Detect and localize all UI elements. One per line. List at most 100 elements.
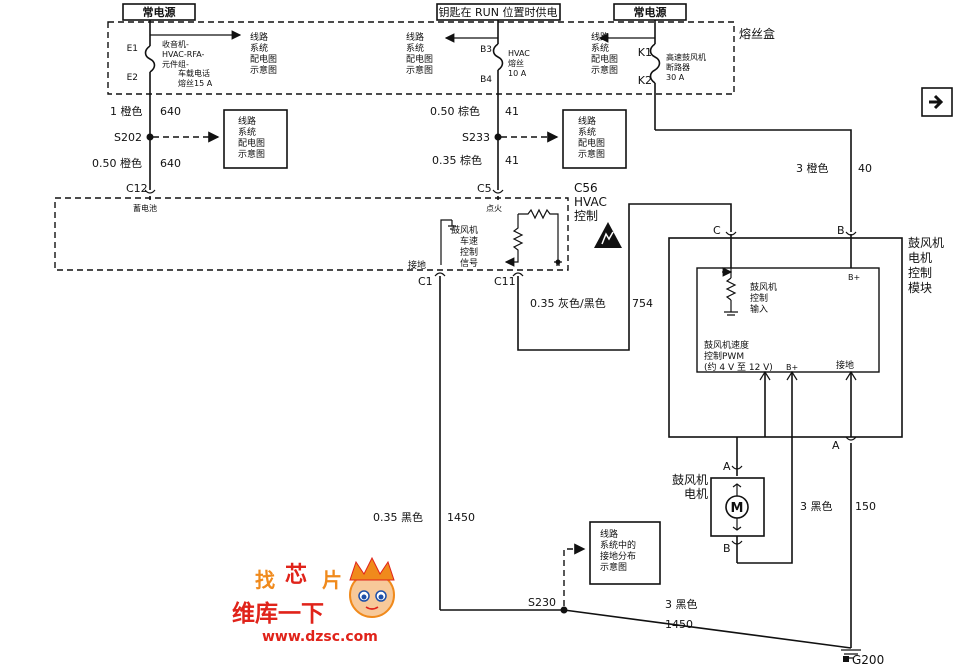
wire-640-upper-gauge: 1 橙色 — [110, 104, 143, 118]
wire-1450-horiz-gauge: 3 黑色 — [665, 597, 698, 611]
circuit-754: 0.35 灰色/黑色 754 — [517, 203, 732, 351]
module-ground-label: 接地 — [836, 359, 854, 371]
signal-text1: 鼓风机 — [451, 224, 478, 236]
motor-label2: 电机 — [684, 487, 708, 501]
wire-1450-vert-circuit: 1450 — [447, 511, 475, 524]
watermark-char-right: 片 — [322, 568, 342, 592]
fuse-mid-pin-bottom: B4 — [480, 75, 492, 85]
svg-text:系统: 系统 — [238, 126, 256, 138]
ref-box-s202: 线路 系统 配电图 示意图 — [238, 115, 265, 160]
fuse-right-text2: 断路器 — [666, 62, 690, 72]
svg-text:系统: 系统 — [578, 126, 596, 138]
module-bplus-top: B+ — [848, 273, 860, 282]
wire-640-lower-circuit: 640 — [160, 157, 181, 170]
fuse-mid: B3 B4 HVAC 熔丝 10 A 线路 系统 配电图 示意图 — [406, 20, 530, 108]
svg-text:系统中的: 系统中的 — [600, 539, 636, 551]
connector-c12-label: C12 — [126, 182, 148, 195]
svg-text:示意图: 示意图 — [238, 148, 265, 160]
wire-41-upper-circuit: 41 — [505, 105, 519, 118]
wire-40-gauge: 3 橙色 — [796, 161, 829, 175]
motor-label1: 鼓风机 — [672, 473, 708, 487]
module-pin-b: B — [837, 224, 845, 237]
wire-40-circuit: 40 — [858, 162, 872, 175]
wire-640-lower-gauge: 0.50 橙色 — [92, 156, 142, 170]
wire-1450-vert-gauge: 0.35 黑色 — [373, 510, 423, 524]
fuse-left-pin-bottom: E2 — [127, 73, 138, 83]
fuse-box-label: 熔丝盒 — [739, 26, 775, 41]
signal-text3: 控制 — [460, 246, 478, 258]
module-pwm-text1: 鼓风机速度 — [704, 339, 749, 351]
watermark-char-left: 找 — [255, 568, 275, 592]
fuse-mid-pin-top: B3 — [480, 45, 492, 55]
module-title4: 模块 — [908, 281, 932, 295]
connector-c1-label: C1 — [418, 275, 433, 288]
module-input-text3: 输入 — [750, 303, 768, 315]
fuse-right-text3: 30 A — [666, 73, 685, 82]
module-bplus-bottom: B+ — [786, 363, 798, 372]
dzsc-watermark-logo: 找 芯 片 维库一下 www.dzsc.com — [232, 556, 395, 645]
connector-c56-label: C56 — [574, 181, 598, 195]
wire-41-lower-gauge: 0.35 棕色 — [432, 153, 482, 167]
connector-c11-label: C11 — [494, 275, 516, 288]
fuse-right-pin-top: K1 — [638, 46, 652, 59]
watermark-site: www.dzsc.com — [262, 629, 378, 645]
module-pwm-text3: (约 4 V 至 12 V) — [704, 361, 773, 373]
svg-text:配电图: 配电图 — [238, 137, 265, 149]
circuit-640: 1 橙色 640 S202 线路 系统 配电图 示意图 0.50 橙色 640 … — [92, 104, 288, 195]
ignition-label: 点火 — [486, 204, 502, 213]
module-input-text1: 鼓风机 — [750, 281, 777, 293]
constant-power-right-label: 常电源 — [634, 5, 667, 19]
svg-text:配电图: 配电图 — [406, 53, 433, 65]
ground-circuit: 0.35 黑色 1450 S230 线路 系统中的 接地分布 示意图 3 黑色 … — [373, 276, 884, 667]
module-input-text2: 控制 — [750, 292, 768, 304]
signal-text4: 信号 — [460, 257, 478, 269]
wire-1450-horiz-circuit: 1450 — [665, 618, 693, 631]
svg-text:系统: 系统 — [406, 42, 424, 54]
fuse-mid-text3: 10 A — [508, 69, 527, 78]
ref-text-fuse-mid: 线路 系统 配电图 示意图 — [406, 31, 433, 76]
svg-text:配电图: 配电图 — [250, 53, 277, 65]
module-title2: 电机 — [908, 251, 932, 265]
fuse-left: E1 E2 收音机- HVAC-RFA- 元件组- 车载电话 熔丝15 A 线路… — [127, 20, 277, 108]
svg-text:接地分布: 接地分布 — [600, 550, 636, 562]
fuse-mid-text2: 熔丝 — [508, 58, 524, 68]
wire-41-upper-gauge: 0.50 棕色 — [430, 104, 480, 118]
circuit-41: 0.50 棕色 41 S233 线路 系统 配电图 示意图 0.35 棕色 41… — [430, 104, 627, 195]
watermark-char-mid: 芯 — [285, 563, 307, 588]
signal-text2: 车速 — [460, 235, 478, 247]
ref-text-fuse-right: 线路 系统 配电图 示意图 — [591, 31, 618, 76]
hvac-control-module: 蓄电池 点火 C56 HVAC 控制 鼓风机 车速 控制 信号 接地 C1 C1… — [54, 181, 622, 288]
battery-label: 蓄电池 — [133, 203, 157, 213]
splice-s230-label: S230 — [528, 596, 556, 609]
fuse-mid-text1: HVAC — [508, 49, 530, 58]
svg-text:系统: 系统 — [591, 42, 609, 54]
fuse-left-text5: 熔丝15 A — [178, 78, 213, 88]
svg-text:系统: 系统 — [250, 42, 268, 54]
svg-text:线路: 线路 — [238, 115, 256, 127]
module-title3: 控制 — [908, 266, 932, 280]
splice-s233-dot — [494, 133, 502, 141]
svg-text:示意图: 示意图 — [250, 64, 277, 76]
svg-text:示意图: 示意图 — [578, 148, 605, 160]
hvac-subtitle: 控制 — [574, 209, 598, 223]
hvac-title: HVAC — [574, 195, 607, 209]
svg-text:线路: 线路 — [591, 31, 609, 43]
module-pin-c: C — [713, 224, 721, 237]
motor-pin-a: A — [723, 460, 731, 473]
ref-text-fuse-left: 线路 系统 配电图 示意图 — [250, 31, 277, 76]
svg-text:示意图: 示意图 — [600, 561, 627, 573]
fuse-left-text1: 收音机- — [162, 39, 189, 49]
splice-s202-dot — [146, 133, 154, 141]
svg-text:配电图: 配电图 — [578, 137, 605, 149]
fuse-left-text2: HVAC-RFA- — [162, 50, 205, 59]
fuse-right-text1: 高速鼓风机 — [666, 52, 706, 62]
wire-150-circuit: 150 — [855, 500, 876, 513]
wire-754-gauge: 0.35 灰色/黑色 — [530, 296, 606, 310]
module-pin-a: A — [832, 439, 840, 452]
wire-640-upper-circuit: 640 — [160, 105, 181, 118]
arrow-right-icon[interactable] — [921, 87, 953, 117]
circuit-40: 3 橙色 40 — [655, 129, 872, 232]
ref-box-s233: 线路 系统 配电图 示意图 — [578, 115, 605, 160]
constant-power-left-label: 常电源 — [143, 5, 176, 19]
